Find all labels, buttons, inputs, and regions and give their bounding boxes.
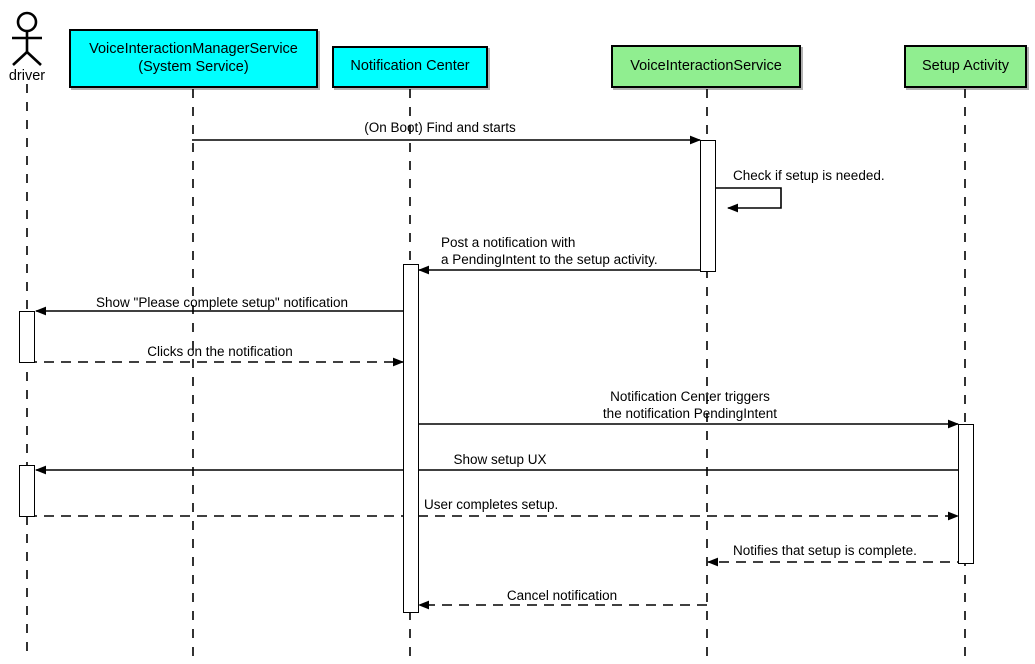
participant-box-vis[interactable]: VoiceInteractionService: [611, 45, 801, 88]
message-label-msg-clicks-notification: Clicks on the notification: [147, 344, 293, 359]
message-label-msg-show-notification: Show "Please complete setup" notificatio…: [96, 295, 348, 310]
participant-label-notification-center: Notification Center: [350, 58, 470, 75]
activation-bar-act-setup-1: [958, 424, 974, 564]
message-label-msg-show-setup-ux: Show setup UX: [453, 452, 547, 467]
message-label-msg-notifies-setup-complete: Notifies that setup is complete.: [733, 543, 917, 558]
participant-label-vims: VoiceInteractionManagerService (System S…: [89, 40, 298, 75]
actor-driver-figure: [12, 11, 42, 66]
message-label-msg-on-boot: (On Boot) Find and starts: [364, 120, 516, 135]
message-label-msg-trigger-pendingintent: Notification Center triggers the notific…: [602, 389, 778, 421]
message-label-msg-cancel-notification: Cancel notification: [506, 588, 618, 603]
actor-leg-left-icon: [12, 51, 28, 66]
message-label-msg-check-setup: Check if setup is needed.: [733, 168, 885, 183]
actor-leg-right-icon: [26, 51, 42, 66]
participant-box-vims[interactable]: VoiceInteractionManagerService (System S…: [69, 29, 318, 88]
participant-box-notification-center[interactable]: Notification Center: [332, 46, 488, 88]
message-label-msg-post-notification: Post a notification with a PendingIntent…: [441, 235, 658, 267]
activation-bar-act-vis-1: [700, 140, 716, 272]
messages-group: [27, 135, 967, 610]
activation-bar-act-driver-1: [19, 311, 35, 363]
actor-head-icon: [16, 11, 38, 33]
participant-box-setup-activity[interactable]: Setup Activity: [904, 45, 1027, 88]
message-arrow-msg-check-setup: [716, 187, 782, 213]
activation-bar-act-driver-2: [19, 465, 35, 517]
participant-label-setup-activity: Setup Activity: [921, 57, 1010, 74]
message-label-msg-user-completes-setup: User completes setup.: [424, 497, 559, 512]
activation-bar-act-nc-1: [403, 264, 419, 613]
actor-driver-label: driver: [8, 68, 46, 84]
participant-label-vis: VoiceInteractionService: [630, 57, 782, 74]
